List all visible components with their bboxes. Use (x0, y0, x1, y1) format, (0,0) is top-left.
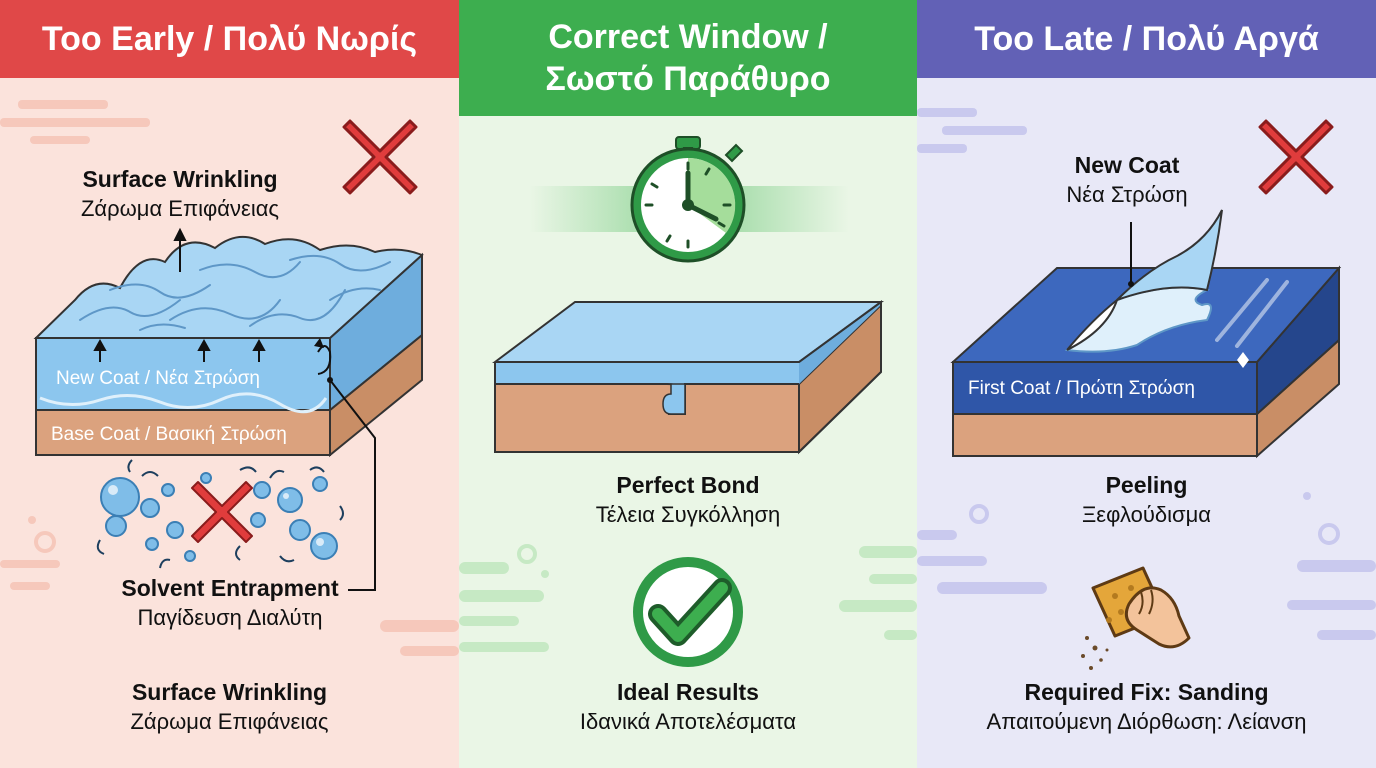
peeling-label: Peeling Ξεφλούδισμα (917, 470, 1376, 530)
peeling-coat-block (950, 209, 1342, 459)
correct-window-panel: Correct Window / Σωστό Παράθυρο (459, 0, 917, 768)
speed-streaks (459, 544, 917, 652)
correct-window-illustration (459, 136, 917, 667)
new-coat-label: New Coat Νέα Στρώση (1027, 151, 1227, 209)
wrinkle-label-el: Ζάρωμα Επιφάνειας (80, 196, 280, 221)
wrinkle-label: Surface Wrinkling Ζάρωμα Επιφάνειας (40, 165, 320, 223)
too-early-illustration (0, 100, 459, 656)
too-early-result: Surface Wrinkling Ζάρωμα Επιφάνειας (0, 677, 459, 737)
new-coat-label-el: Νέα Στρώση (1066, 182, 1188, 207)
speed-streaks (0, 100, 459, 656)
too-late-result-el: Απαιτούμενη Διόρθωση: Λείανση (986, 709, 1307, 734)
correct-window-header: Correct Window / Σωστό Παράθυρο (459, 0, 917, 116)
red-x-icon (1258, 119, 1334, 195)
correct-window-result-el: Ιδανικά Αποτελέσματα (579, 709, 797, 734)
perfect-bond-el: Τέλεια Συγκόλληση (595, 502, 781, 527)
new-coat-label: New Coat / Νέα Στρώση (56, 368, 260, 389)
wrinkled-coat-block (33, 227, 424, 458)
peeling-label-el: Ξεφλούδισμα (1082, 502, 1211, 527)
too-early-result-el: Ζάρωμα Επιφάνειας (130, 709, 329, 734)
stopwatch-icon (630, 136, 746, 263)
too-early-header: Too Early / Πολύ Νωρίς (0, 0, 459, 78)
perfect-bond-label: Perfect Bond Τέλεια Συγκόλληση (459, 470, 917, 530)
leader-line (329, 379, 376, 591)
too-late-result: Required Fix: Sanding Απαιτούμενη Διόρθω… (917, 677, 1376, 737)
too-late-header: Too Late / Πολύ Αργά (917, 0, 1376, 78)
correct-window-result-en: Ideal Results (617, 679, 759, 705)
entrapment-x-icon (191, 481, 253, 543)
peeling-label-en: Peeling (1105, 472, 1188, 498)
wrinkle-label-en: Surface Wrinkling (82, 166, 278, 192)
too-early-panel: Too Early / Πολύ Νωρίς (0, 0, 459, 768)
perfect-bond-en: Perfect Bond (616, 472, 760, 498)
correct-window-header-line2: Σωστό Παράθυρο (545, 60, 831, 98)
new-coat-label-en: New Coat (1074, 152, 1180, 178)
too-late-panel: Too Late / Πολύ Αργά (917, 0, 1376, 768)
too-late-illustration (917, 108, 1376, 670)
entrapment-label-en: Solvent Entrapment (121, 575, 339, 601)
entrapment-label: Solvent Entrapment Παγίδευση Διαλύτη (90, 574, 370, 632)
first-coat-label: First Coat / Πρώτη Στρώση (968, 378, 1195, 399)
entrapment-label-el: Παγίδευση Διαλύτη (137, 605, 323, 630)
base-coat-label: Base Coat / Βασική Στρώση (51, 424, 287, 445)
green-check-icon (633, 557, 743, 667)
bonded-coat-block (492, 300, 885, 455)
sanding-hand-icon (1081, 566, 1191, 670)
red-x-icon (342, 119, 418, 195)
too-late-result-en: Required Fix: Sanding (1024, 679, 1269, 705)
too-early-result-en: Surface Wrinkling (131, 679, 328, 705)
speed-streaks (917, 108, 1376, 640)
correct-window-header-line1: Correct Window / (548, 18, 828, 56)
correct-window-result: Ideal Results Ιδανικά Αποτελέσματα (459, 677, 917, 737)
